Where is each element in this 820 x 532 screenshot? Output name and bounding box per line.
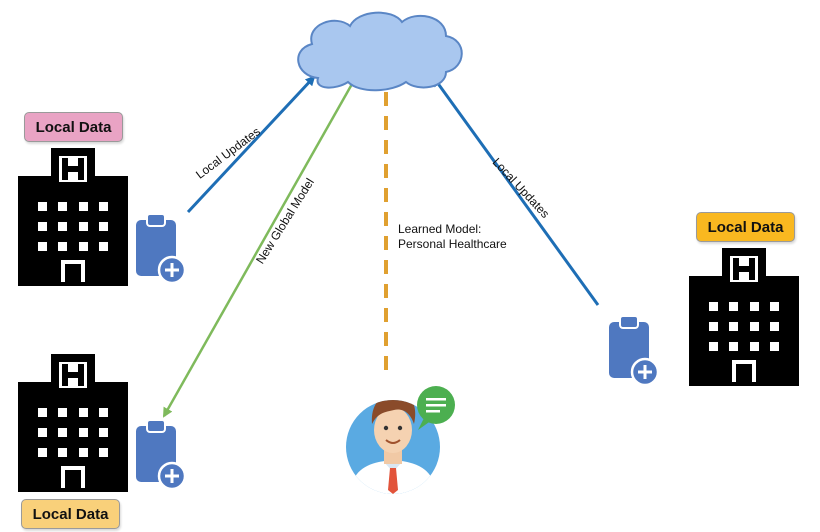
clipboard-plus-icon: [607, 314, 660, 387]
local-data-label: Local Data: [696, 212, 795, 242]
chat-bubble-icon: [417, 386, 455, 430]
hospital-building-icon: [18, 148, 128, 286]
local-data-label: Local Data: [21, 499, 120, 529]
hospital-building-icon: [18, 354, 128, 492]
cloud-icon: [297, 11, 463, 92]
new-global-model-arrow: [162, 83, 354, 418]
learned-model-line-1: Learned Model:: [398, 222, 482, 236]
local-updates-right-arrow: [432, 76, 600, 306]
clipboard-plus-icon: [134, 418, 187, 491]
hospital-building-icon: [689, 248, 799, 386]
local-updates-left-arrow: [186, 75, 316, 214]
learned-model-label: Learned Model: Personal Healthcare: [398, 222, 507, 252]
doctor-avatar-icon: [346, 400, 440, 494]
learned-model-line-2: Personal Healthcare: [398, 237, 507, 251]
clipboard-plus-icon: [134, 212, 187, 285]
local-data-label: Local Data: [24, 112, 123, 142]
